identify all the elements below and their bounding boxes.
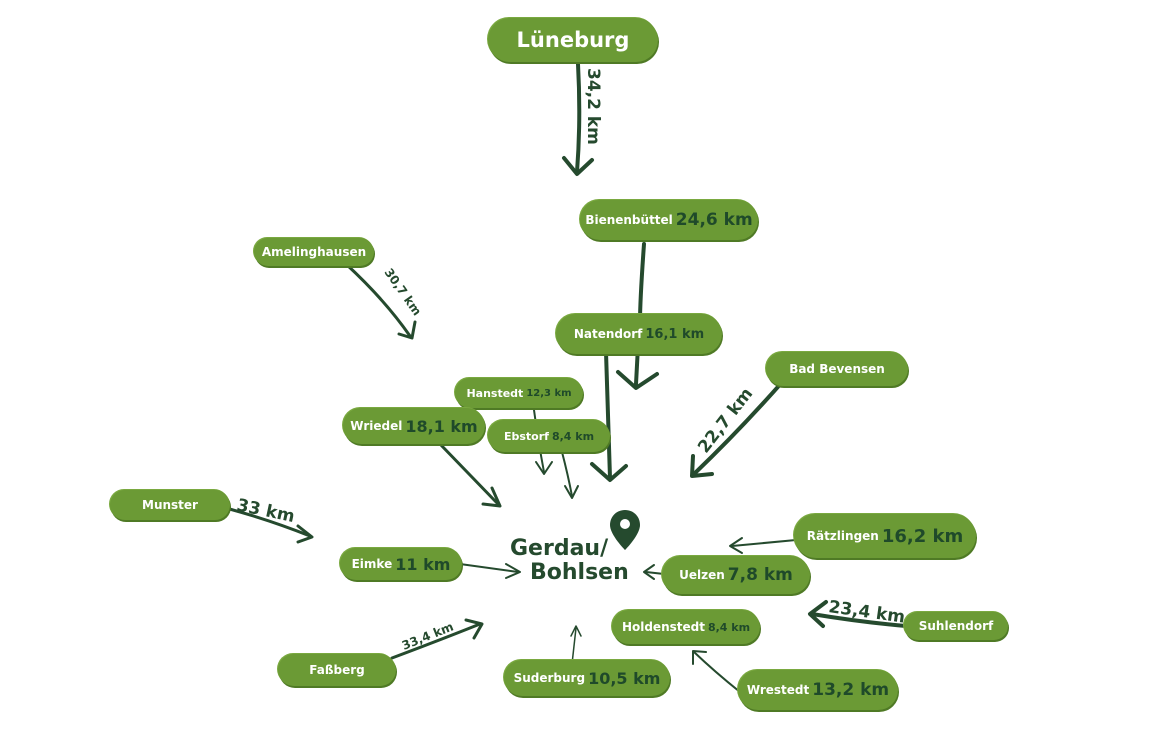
town-pill-amelinghausen: Amelinghausen xyxy=(254,238,374,266)
town-pill-munster: Munster xyxy=(110,490,230,520)
town-distance: 7,8 km xyxy=(727,565,793,585)
town-pill-bad-bevensen: Bad Bevensen xyxy=(766,352,908,386)
town-name: Bad Bevensen xyxy=(789,362,885,376)
town-pill-eimke: Eimke 11 km xyxy=(340,548,462,580)
town-distance: 12,3 km xyxy=(526,387,572,399)
destination-label: Gerdau/ Bohlsen xyxy=(510,537,629,585)
town-pill-uelzen: Uelzen 7,8 km xyxy=(662,556,810,594)
town-pill-wriedel: Wriedel 18,1 km xyxy=(343,408,485,444)
town-name: Holdenstedt xyxy=(621,620,705,634)
town-distance: 11 km xyxy=(395,554,451,574)
town-name: Hanstedt xyxy=(466,386,524,400)
arrow-bienenbuettel xyxy=(638,242,646,324)
town-name: Eimke xyxy=(351,557,393,571)
town-name: Wriedel xyxy=(350,419,403,433)
town-name: Natendorf xyxy=(573,327,643,341)
arrow-eimke xyxy=(459,563,521,579)
town-pill-hanstedt: Hanstedt 12,3 km xyxy=(455,378,583,408)
distance-label-munster: 33 km xyxy=(235,495,296,527)
distance-label-lueneburg: 34,2 km xyxy=(583,68,603,145)
destination-line-1: Gerdau/ xyxy=(510,536,609,561)
town-pill-wrestedt: Wrestedt 13,2 km xyxy=(738,670,898,710)
town-pill-raetzlingen: Rätzlingen 16,2 km xyxy=(794,514,976,558)
town-distance: 24,6 km xyxy=(675,210,753,230)
arrow-suderburg xyxy=(570,625,582,665)
arrow-ebstorf xyxy=(561,451,579,499)
town-name: Amelinghausen xyxy=(261,245,367,259)
town-name: Suderburg xyxy=(513,671,586,685)
town-distance: 18,1 km xyxy=(405,416,478,436)
arrow-fassberg xyxy=(390,618,484,660)
town-pill-natendorf: Natendorf 16,1 km xyxy=(556,314,722,354)
arrow-wriedel xyxy=(438,442,502,508)
town-distance: 16,2 km xyxy=(881,525,964,547)
town-name: Munster xyxy=(142,498,198,512)
arrow-munster xyxy=(224,506,314,544)
town-name: Rätzlingen xyxy=(806,529,879,543)
town-name: Faßberg xyxy=(309,663,365,677)
town-name: Wrestedt xyxy=(746,683,810,697)
town-distance: 16,1 km xyxy=(645,326,705,342)
arrow-natendorf xyxy=(590,344,659,482)
town-pill-holdenstedt: Holdenstedt 8,4 km xyxy=(612,610,760,644)
map-pin-icon xyxy=(610,510,640,550)
town-distance: 8,4 km xyxy=(551,429,595,443)
town-pill-ebstorf: Ebstorf 8,4 km xyxy=(488,420,610,452)
arrow-uelzen xyxy=(643,564,665,580)
town-name: Uelzen xyxy=(679,568,725,582)
town-pill-lueneburg: Lüneburg xyxy=(488,18,658,62)
town-name: Suhlendorf xyxy=(918,619,994,633)
arrow-amelinghausen xyxy=(344,262,417,340)
town-pill-fassberg: Faßberg xyxy=(278,654,396,686)
arrow-wrestedt xyxy=(692,650,741,693)
arrow-raetzlingen xyxy=(729,537,797,554)
town-pill-suderburg: Suderburg 10,5 km xyxy=(504,660,670,696)
town-distance: 13,2 km xyxy=(812,680,890,700)
town-distance: 8,4 km xyxy=(707,620,751,634)
distance-label-amelinghausen: 30,7 km xyxy=(382,266,425,318)
town-name: Ebstorf xyxy=(503,429,549,443)
town-name: Bienenbüttel xyxy=(585,213,673,227)
arrow-suhlendorf xyxy=(808,600,908,628)
town-pill-suhlendorf: Suhlendorf xyxy=(904,612,1008,640)
arrow-lueneburg xyxy=(562,62,594,176)
town-pill-bienenbuettel: Bienenbüttel 24,6 km xyxy=(580,200,758,240)
town-distance: 10,5 km xyxy=(588,668,661,688)
arrow-bad-bevensen xyxy=(690,378,786,478)
town-name: Lüneburg xyxy=(516,28,630,52)
destination-line-2: Bohlsen xyxy=(530,560,629,585)
